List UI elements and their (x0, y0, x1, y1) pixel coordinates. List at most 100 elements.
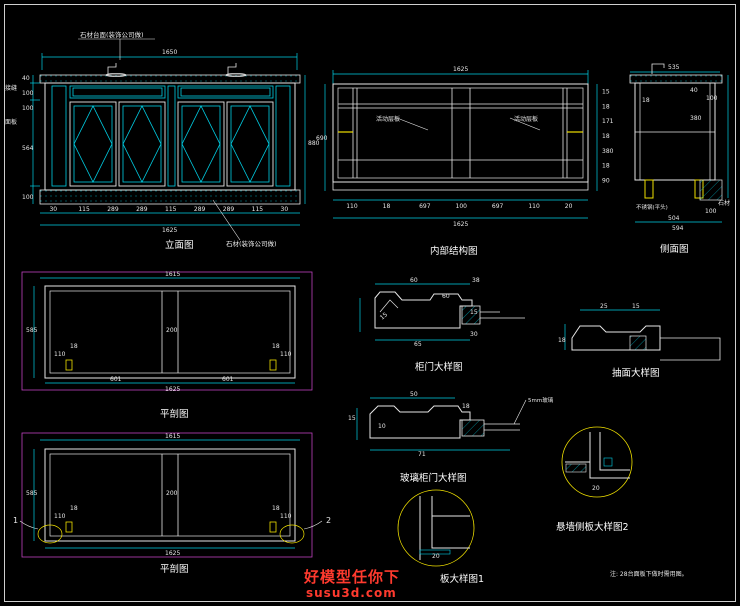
dimension-label: 697 (419, 203, 431, 210)
glass-top-dim-1: 50 (410, 391, 418, 398)
door-right-dim-2: 30 (470, 331, 478, 338)
dimension-label: 110 (528, 203, 540, 210)
elev-left-dim-4: 564 (22, 145, 34, 152)
int-bottom-total: 1625 (453, 221, 468, 228)
dimension-label: 100 (456, 203, 468, 210)
dimension-label: 30 (49, 206, 57, 213)
plan-upper-mid-1: 601 (110, 376, 122, 383)
plan-upper-side-2: 18 (70, 343, 78, 350)
internal-view: 1625 690 活动层板 活动层板 15 18 171 18 380 18 90 (316, 66, 614, 257)
plan-lower-side-4: 110 (280, 513, 292, 520)
dimension-label: 18 (602, 103, 610, 110)
elev-left-dim-5: 100 (22, 194, 34, 201)
plan-upper-side-4: 110 (280, 351, 292, 358)
plan-upper-total: 1625 (165, 386, 180, 393)
dimension-label: 15 (602, 88, 610, 95)
plan-lower-view: 1615 1 2 585 200 110 18 18 110 1625 平剖图 (13, 432, 331, 575)
drawer-detail-view: 25 15 18 抽面大样图 (558, 303, 721, 379)
dimension-label: 20 (565, 203, 573, 210)
dimension-label: 171 (602, 118, 614, 125)
dimension-label: 115 (78, 206, 90, 213)
drawer-detail-title: 抽面大样图 (612, 367, 660, 379)
door-right-dim-1: 15 (470, 309, 478, 316)
int-shelf-label-b: 活动层板 (514, 115, 538, 123)
side-top-dim: 535 (668, 64, 680, 71)
plan-lower-side-1: 110 (54, 513, 66, 520)
dimension-label: 18 (602, 133, 610, 140)
glass-door-detail-view: 50 18 5mm玻璃 15 10 71 玻璃柜门大样图 (348, 391, 554, 484)
elev-top-dim: 1650 (162, 49, 177, 56)
elev-right-dim: 880 (308, 140, 320, 147)
drawing-note: 注: 28台面板下做时需用图。 (610, 570, 688, 578)
dimension-label: 289 (136, 206, 148, 213)
drawer-top-dim-2: 15 (632, 303, 640, 310)
side-foot-note: 不锈钢(平头) (636, 203, 668, 211)
elev-side-note-b: 面板 (5, 118, 17, 126)
plan-lower-left-dim: 585 (26, 490, 38, 497)
corner-detail-1-view: 20 板大样图1 (397, 489, 484, 585)
elev-left-dim-1: 40 (22, 75, 30, 82)
plan-upper-top-dim: 1615 (165, 271, 180, 278)
glass-left-dim-1: 15 (348, 415, 356, 422)
glass-detail-title: 玻璃柜门大样图 (400, 472, 467, 484)
side-bottom-dim-2: 100 (705, 208, 717, 215)
plan-upper-side-3: 18 (272, 343, 280, 350)
dimension-label: 697 (492, 203, 504, 210)
side-inner-dim-1: 18 (642, 97, 650, 104)
int-bottom-dims: 110 18 697 100 697 110 20 (346, 203, 572, 210)
door-top-dim-1: 60 (410, 277, 418, 284)
plan-upper-center-dim: 200 (166, 327, 178, 334)
dimension-label: 289 (107, 206, 119, 213)
side-bottom-dim-1: 504 (668, 215, 680, 222)
dimension-label: 380 (602, 148, 614, 155)
watermark: 好模型任你下 susu3d.com (304, 566, 434, 602)
corner1-title: 板大样图1 (440, 573, 484, 585)
plan-lower-top-dim: 1615 (165, 433, 180, 440)
side-title: 侧面图 (660, 243, 689, 255)
elev-left-dim-3: 100 (22, 105, 34, 112)
glass-note: 5mm玻璃 (528, 396, 554, 404)
elev-side-note-a: 接缝 (5, 84, 17, 92)
int-left-dim: 690 (316, 135, 328, 142)
plan-lower-total: 1625 (165, 550, 180, 557)
door-detail-title: 柜门大样图 (415, 361, 463, 373)
watermark-line-2: susu3d.com (306, 586, 397, 600)
plan-upper-left-dim: 585 (26, 327, 38, 334)
watermark-line-1: 好模型任你下 (304, 568, 401, 586)
elevation-view: 1650 石材台面(装饰公司做) (5, 30, 320, 251)
door-bottom-dim: 65 (414, 341, 422, 348)
side-view: 535 40 100 18 380 504 100 594 不锈钢(平头) 石材… (629, 63, 730, 255)
int-right-dims: 15 18 171 18 380 18 90 (602, 88, 614, 184)
dimension-label: 289 (194, 206, 206, 213)
side-edge-note: 石材 (718, 199, 730, 207)
dimension-label: 90 (602, 178, 610, 185)
dimension-label: 18 (383, 203, 391, 210)
plan-upper-title: 平剖图 (160, 408, 189, 420)
dimension-label: 110 (346, 203, 358, 210)
elevation-title: 立面图 (165, 239, 194, 251)
plan-lower-marker-1: 1 (13, 516, 18, 525)
dimension-label: 18 (602, 163, 610, 170)
plan-lower-marker-2: 2 (326, 516, 331, 525)
corner-detail-2-view: 20 悬墙侧板大样图2 (556, 426, 633, 533)
dimension-label: 115 (165, 206, 177, 213)
plan-upper-side-1: 110 (54, 351, 66, 358)
door-parts-dim-1: 15 (379, 311, 389, 321)
plan-upper-mid-2: 601 (222, 376, 234, 383)
int-shelf-label-a: 活动层板 (376, 115, 400, 123)
glass-left-dim-2: 10 (378, 423, 386, 430)
dimension-label: 289 (223, 206, 235, 213)
elev-bottom-total: 1625 (162, 227, 177, 234)
plan-upper-view: 1615 585 200 110 18 18 110 601 601 1625 … (21, 271, 313, 420)
plan-lower-title: 平剖图 (160, 563, 189, 575)
dimension-label: 115 (252, 206, 264, 213)
plan-lower-side-2: 18 (70, 505, 78, 512)
drawer-left-dim: 18 (558, 337, 566, 344)
side-right-dim-2: 100 (706, 95, 718, 102)
side-bottom-total: 594 (672, 225, 684, 232)
corner2-title: 悬墙侧板大样图2 (556, 521, 629, 533)
corner1-dim: 20 (432, 553, 440, 560)
door-parts-dim-2: 60 (442, 293, 450, 300)
side-right-dim-1: 40 (690, 87, 698, 94)
